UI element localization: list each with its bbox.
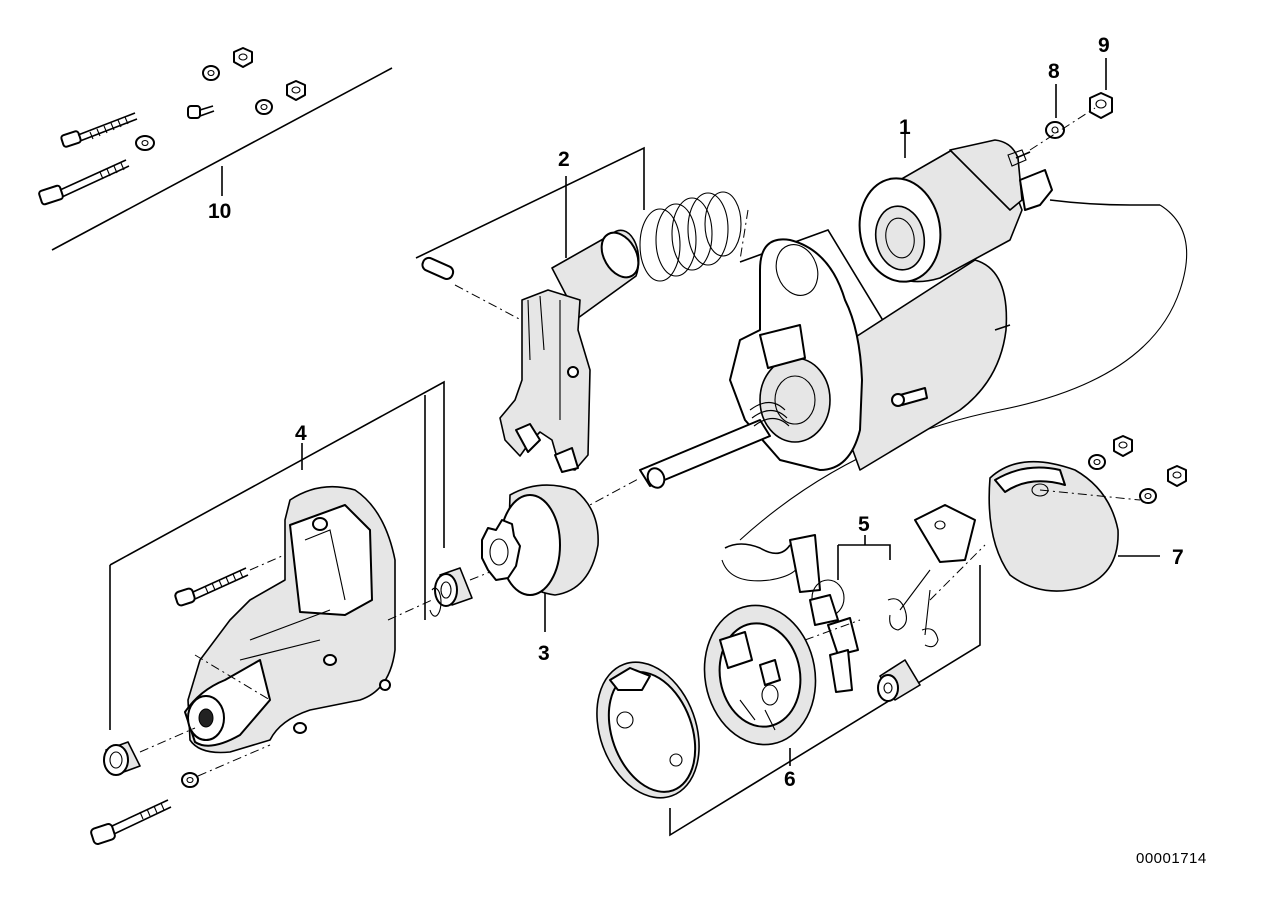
brush-holder-part-5 bbox=[721, 504, 986, 693]
armature-shaft-icon bbox=[639, 419, 771, 487]
washer-icon bbox=[1088, 454, 1106, 470]
callout-7: 7 bbox=[1172, 546, 1184, 569]
bushing-icon bbox=[103, 741, 141, 776]
pin-icon bbox=[421, 256, 455, 280]
washer-icon bbox=[202, 65, 220, 81]
brush-plate-part-6 bbox=[596, 565, 981, 837]
callout-labels: 1 2 3 4 5 6 7 8 9 10 bbox=[208, 34, 1184, 791]
washer-icon bbox=[1045, 121, 1065, 139]
plunger-icon bbox=[551, 229, 640, 319]
pinion-drive-part-3 bbox=[481, 484, 599, 632]
nut-icon bbox=[1167, 465, 1187, 487]
nut-icon bbox=[233, 47, 253, 68]
callout-4: 4 bbox=[295, 422, 307, 445]
callout-2: 2 bbox=[558, 148, 570, 171]
small-screw-icon bbox=[187, 105, 215, 119]
bolt-icon bbox=[174, 567, 249, 607]
solenoid-switch-part-1 bbox=[739, 58, 1188, 541]
washer-icon bbox=[181, 772, 199, 788]
nut-icon bbox=[1113, 435, 1133, 457]
bolt-icon bbox=[38, 159, 130, 206]
return-spring-icon bbox=[639, 191, 742, 282]
callout-9: 9 bbox=[1098, 34, 1110, 57]
circlip-icon bbox=[429, 587, 442, 617]
pinion-gear-icon bbox=[481, 519, 521, 581]
drive-end-housing-part-4 bbox=[90, 380, 491, 845]
engaging-lever-assembly-part-2 bbox=[415, 146, 749, 473]
callout-6: 6 bbox=[784, 768, 796, 791]
diagram-reference-number: 00001714 bbox=[1136, 850, 1207, 867]
end-cap-part-7 bbox=[988, 435, 1187, 592]
starter-motor-body bbox=[561, 229, 1011, 521]
brush-spring-icon bbox=[887, 569, 939, 648]
washer-icon bbox=[255, 99, 273, 115]
fastener-kit-part-10 bbox=[38, 47, 393, 251]
washer-icon bbox=[1139, 488, 1157, 504]
callout-1: 1 bbox=[899, 116, 911, 139]
nut-icon bbox=[1089, 92, 1113, 119]
screw-icon bbox=[60, 112, 138, 148]
callout-10: 10 bbox=[208, 200, 231, 223]
callout-5: 5 bbox=[858, 513, 870, 536]
callout-8: 8 bbox=[1048, 60, 1060, 83]
bushing-icon bbox=[877, 659, 921, 702]
washer-icon bbox=[135, 135, 155, 151]
bolt-icon bbox=[90, 799, 172, 845]
nut-icon bbox=[286, 80, 306, 101]
shift-fork-icon bbox=[499, 289, 591, 473]
cable-icon bbox=[1049, 199, 1160, 206]
callout-3: 3 bbox=[538, 642, 550, 665]
